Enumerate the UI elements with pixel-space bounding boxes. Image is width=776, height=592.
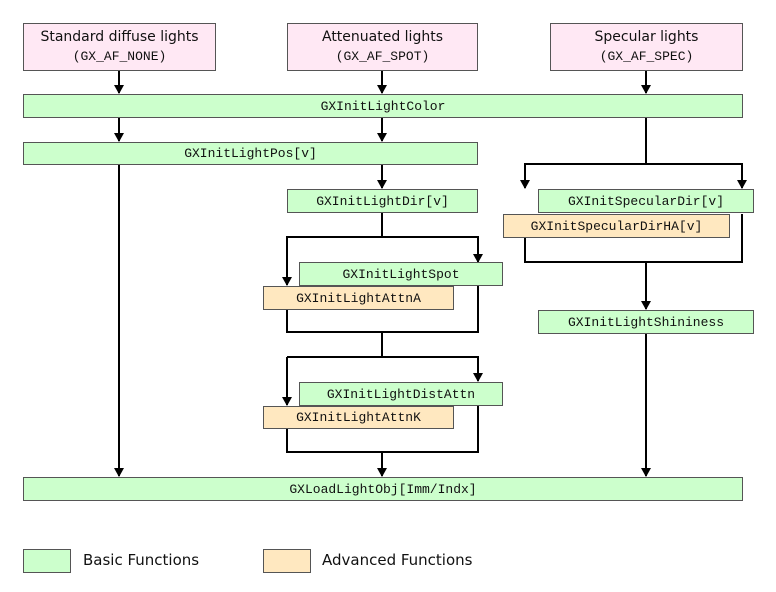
header-specular-code: (GX_AF_SPEC) — [599, 49, 694, 64]
header-standard-code: (GX_AF_NONE) — [72, 49, 167, 64]
line-spec-loop-top-right — [646, 163, 747, 189]
line-spec-loop-bottom — [524, 214, 743, 263]
func-init-light-pos: GXInitLightPos[v] — [23, 142, 478, 165]
line-spec-loop-top-left — [520, 163, 646, 189]
legend-basic-label: Basic Functions — [83, 551, 200, 569]
func-init-specular-dir: GXInitSpecularDir[v] — [538, 189, 754, 213]
func-init-light-spot: GXInitLightSpot — [299, 262, 503, 286]
func-init-light-attn-a: GXInitLightAttnA — [263, 286, 454, 310]
header-attenuated: Attenuated lights (GX_AF_SPOT) — [287, 23, 478, 71]
func-init-light-dir: GXInitLightDir[v] — [287, 189, 478, 213]
header-attenuated-title: Attenuated lights — [321, 29, 443, 45]
legend-advanced-label: Advanced Functions — [322, 551, 473, 569]
func-init-light-attn-k: GXInitLightAttnK — [263, 406, 454, 429]
line-loop1-top — [286, 236, 483, 263]
legend-basic-swatch — [23, 549, 71, 573]
line-loop2-top — [287, 356, 483, 382]
func-init-light-color: GXInitLightColor — [23, 94, 743, 118]
func-init-light-dist-attn: GXInitLightDistAttn — [299, 382, 503, 406]
func-init-specular-dir-ha: GXInitSpecularDirHA[v] — [503, 214, 730, 238]
func-init-light-shininess: GXInitLightShininess — [538, 310, 754, 334]
header-standard-diffuse: Standard diffuse lights (GX_AF_NONE) — [23, 23, 216, 71]
header-standard-title: Standard diffuse lights — [40, 29, 199, 45]
legend-advanced-swatch — [263, 549, 311, 573]
header-attenuated-code: (GX_AF_SPOT) — [335, 49, 430, 64]
header-specular: Specular lights (GX_AF_SPEC) — [550, 23, 743, 71]
func-load-light-obj: GXLoadLightObj[Imm/Indx] — [23, 477, 743, 501]
header-specular-title: Specular lights — [594, 29, 699, 45]
